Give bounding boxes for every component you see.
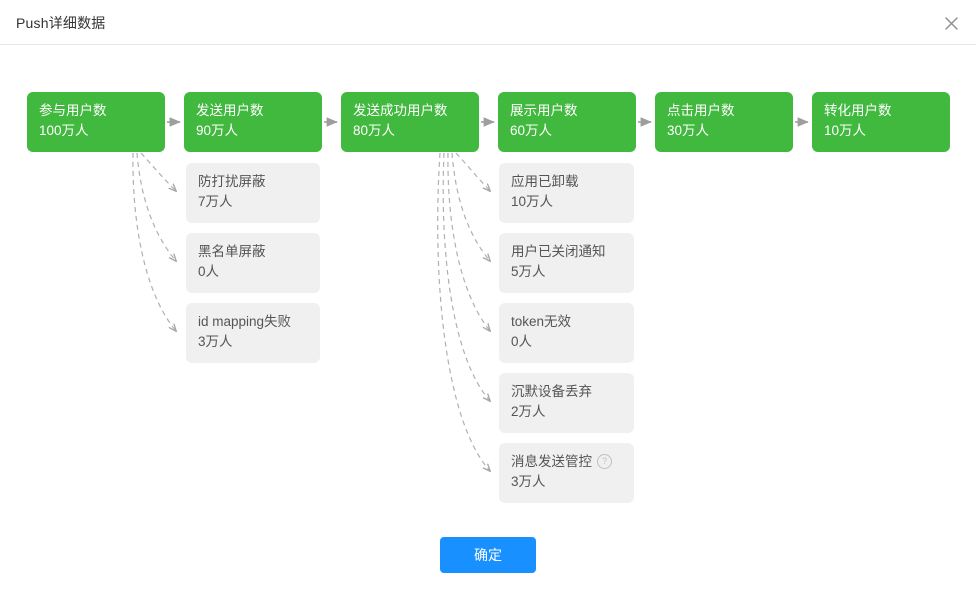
funnel-step[interactable]: 点击用户数 30万人 bbox=[655, 92, 793, 152]
loss-node[interactable]: 沉默设备丢弃 2万人 bbox=[499, 373, 634, 433]
loss-node-value: 0人 bbox=[511, 333, 533, 349]
dialog-footer: 确定 bbox=[0, 537, 976, 607]
loss-node[interactable]: id mapping失败 3万人 bbox=[186, 303, 320, 363]
page-title: Push详细数据 bbox=[16, 15, 106, 31]
loss-node[interactable]: 消息发送管控 ? 3万人 bbox=[499, 443, 634, 503]
loss-node-label: 应用已卸载 bbox=[511, 174, 579, 189]
loss-node-label: 防打扰屏蔽 bbox=[198, 174, 266, 189]
loss-node[interactable]: 防打扰屏蔽 7万人 bbox=[186, 163, 320, 223]
funnel-step[interactable]: 发送成功用户数 80万人 bbox=[341, 92, 479, 152]
loss-node-label-text: 消息发送管控 bbox=[511, 454, 592, 469]
loss-node-value: 2万人 bbox=[511, 403, 546, 419]
funnel-step-label: 点击用户数 bbox=[667, 103, 735, 118]
funnel-step-label: 参与用户数 bbox=[39, 103, 107, 118]
funnel-step-label: 转化用户数 bbox=[824, 103, 892, 118]
loss-node[interactable]: 用户已关闭通知 5万人 bbox=[499, 233, 634, 293]
funnel-step-value: 80万人 bbox=[353, 122, 396, 138]
funnel-step-value: 10万人 bbox=[824, 122, 867, 138]
funnel-step[interactable]: 转化用户数 10万人 bbox=[812, 92, 950, 152]
loss-node-value: 7万人 bbox=[198, 193, 233, 209]
funnel-step[interactable]: 参与用户数 100万人 bbox=[27, 92, 165, 152]
funnel-step-value: 90万人 bbox=[196, 122, 239, 138]
dialog-header: Push详细数据 bbox=[0, 0, 976, 45]
loss-node[interactable]: 应用已卸载 10万人 bbox=[499, 163, 634, 223]
loss-node-value: 3万人 bbox=[198, 333, 233, 349]
loss-node[interactable]: token无效 0人 bbox=[499, 303, 634, 363]
funnel-step[interactable]: 展示用户数 60万人 bbox=[498, 92, 636, 152]
loss-node-label: 消息发送管控 ? bbox=[511, 452, 622, 472]
loss-node-value: 5万人 bbox=[511, 263, 546, 279]
loss-node-label: 用户已关闭通知 bbox=[511, 244, 606, 259]
funnel-step-label: 展示用户数 bbox=[510, 103, 578, 118]
funnel-step-value: 30万人 bbox=[667, 122, 710, 138]
loss-node-label: id mapping失败 bbox=[198, 314, 292, 329]
loss-node-value: 10万人 bbox=[511, 193, 554, 209]
funnel-step-label: 发送用户数 bbox=[196, 103, 264, 118]
funnel-step-label: 发送成功用户数 bbox=[353, 103, 448, 118]
funnel-step[interactable]: 发送用户数 90万人 bbox=[184, 92, 322, 152]
loss-node-value: 3万人 bbox=[511, 473, 546, 489]
loss-node-label: 沉默设备丢弃 bbox=[511, 384, 592, 399]
funnel-step-value: 60万人 bbox=[510, 122, 553, 138]
loss-node-value: 0人 bbox=[198, 263, 220, 279]
loss-node[interactable]: 黑名单屏蔽 0人 bbox=[186, 233, 320, 293]
help-icon[interactable]: ? bbox=[597, 454, 612, 470]
loss-node-label: token无效 bbox=[511, 314, 572, 329]
confirm-button[interactable]: 确定 bbox=[440, 537, 536, 573]
loss-node-label: 黑名单屏蔽 bbox=[198, 244, 266, 259]
funnel-canvas: 参与用户数 100万人 发送用户数 90万人 发送成功用户数 80万人 展示用户… bbox=[0, 45, 976, 607]
funnel-step-value: 100万人 bbox=[39, 122, 89, 138]
close-icon[interactable] bbox=[940, 12, 962, 34]
